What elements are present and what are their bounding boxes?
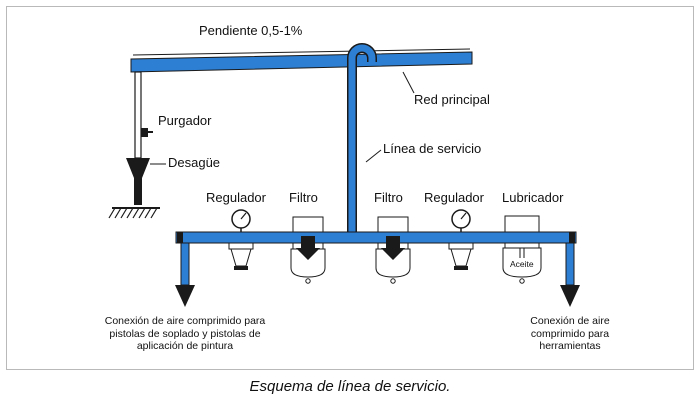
left-outlet-arrow xyxy=(175,285,195,307)
regulator-left-unit xyxy=(228,209,254,270)
right-outlet-arrow xyxy=(560,285,580,307)
filter-left-label: Filtro xyxy=(289,190,318,205)
main-line-pipe xyxy=(130,51,473,73)
drain-label: Desagüe xyxy=(168,155,221,170)
filter-right-label: Filtro xyxy=(374,190,403,205)
left-note-line-2: pistolas de soplado y pistolas de xyxy=(109,327,261,340)
main-line-label: Red principal xyxy=(414,92,490,107)
drain-funnel xyxy=(126,158,150,205)
right-note-line-1: Conexión de aire xyxy=(530,315,610,327)
drain-valve-label: Purgador xyxy=(158,113,212,128)
figure-caption: Esquema de línea de servicio. xyxy=(249,378,451,395)
left-outlet-pipe xyxy=(180,242,190,286)
left-note-line-1: Conexión de aire comprimido para xyxy=(104,315,266,327)
slope-line xyxy=(132,48,471,56)
filter-right-unit xyxy=(375,216,411,284)
right-connection-note: Conexión de aire comprimido para herrami… xyxy=(505,315,635,353)
drain-leg xyxy=(134,71,142,159)
filter-left-unit xyxy=(290,216,326,284)
right-note-line-3: herramientas xyxy=(539,340,601,352)
distribution-pipe xyxy=(175,231,577,244)
drain-valve xyxy=(141,128,148,137)
service-line-label: Línea de servicio xyxy=(383,141,482,156)
left-connection-note: Conexión de aire comprimido para pistola… xyxy=(75,315,295,353)
leader-main-line xyxy=(402,71,415,94)
regulator-right-unit xyxy=(448,209,474,270)
leader-service-line xyxy=(365,149,382,163)
left-note-line-3: aplicación de pintura xyxy=(136,340,234,352)
oil-label: Aceite xyxy=(510,259,534,269)
lubricator-unit xyxy=(502,215,542,284)
regulator-left-label: Regulador xyxy=(206,190,266,205)
lubricator-label: Lubricador xyxy=(502,190,564,205)
slope-label: Pendiente 0,5-1% xyxy=(199,23,303,38)
right-outlet-pipe xyxy=(565,242,575,286)
regulator-right-label: Regulador xyxy=(424,190,484,205)
right-note-line-2: comprimido para xyxy=(530,327,610,340)
